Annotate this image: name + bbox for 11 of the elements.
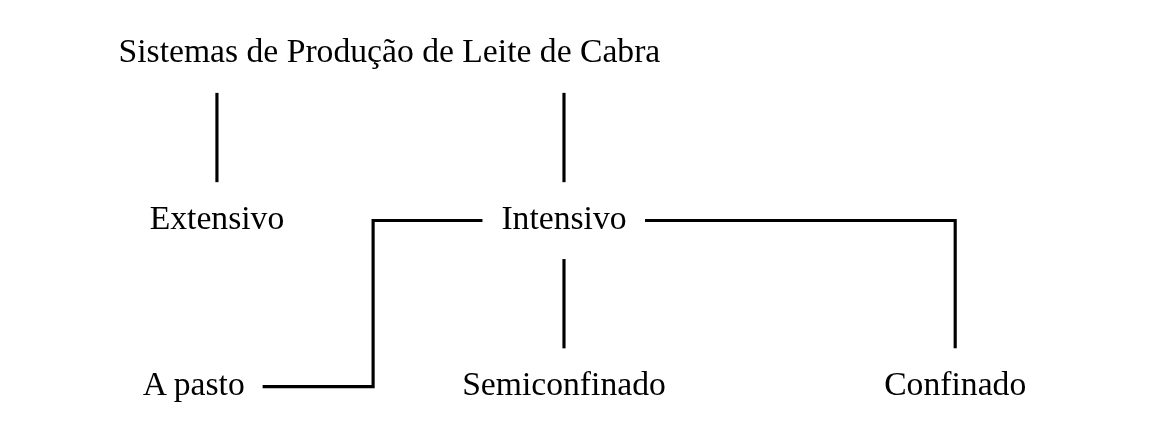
node-text: Sistemas de Produção de Leite de Cabra [118, 32, 661, 70]
node-text: Semiconfinado [462, 364, 666, 402]
node-text: Extensivo [149, 198, 285, 236]
node-text: Confinado [884, 364, 1027, 402]
node-text: Intensivo [501, 198, 627, 236]
connector [562, 259, 566, 349]
connector [645, 218, 957, 349]
connector [262, 218, 483, 389]
connector [215, 92, 219, 183]
node-text: A pasto [142, 364, 245, 402]
connector [562, 92, 566, 183]
